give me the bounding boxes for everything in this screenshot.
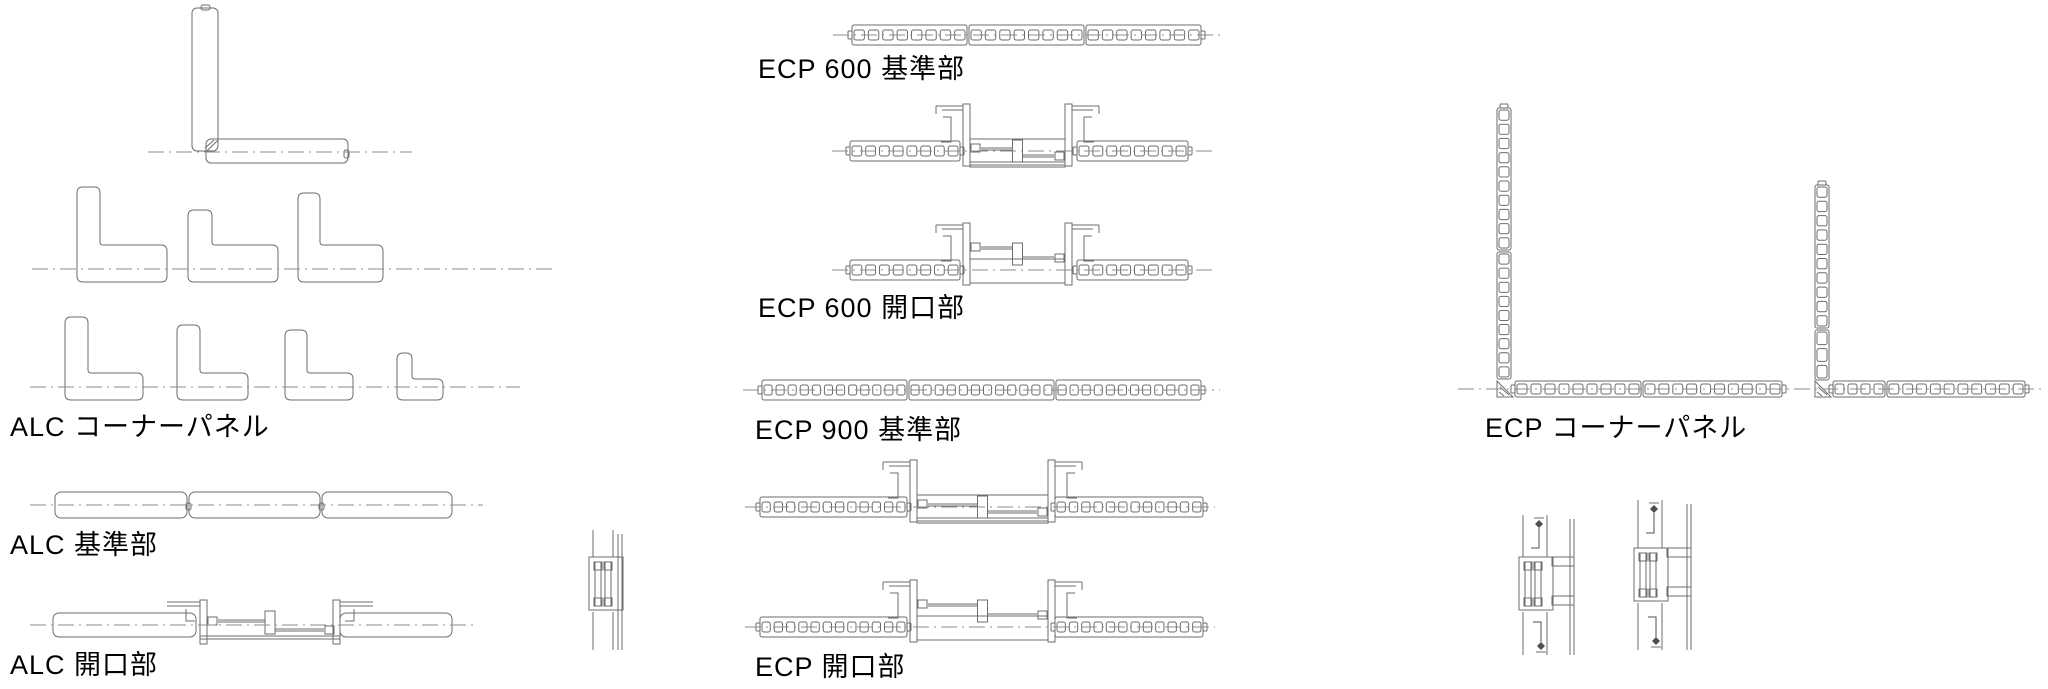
ecp600-opening-2-drawing	[832, 222, 1213, 286]
ecp-opening-2-drawing	[745, 579, 1215, 643]
ecp-vertical-jamb-detail-1-drawing	[1518, 515, 1575, 655]
label-alc-opening: ALC 開口部	[10, 650, 159, 680]
alc-corner-panel-drawing	[30, 4, 552, 401]
label-ecp600-opening: ECP 600 開口部	[758, 293, 966, 323]
label-ecp-corner: ECP コーナーパネル	[1485, 413, 1748, 443]
label-alc-standard: ALC 基準部	[10, 530, 159, 560]
label-ecp600-standard: ECP 600 基準部	[758, 54, 966, 84]
alc-opening-section-drawing	[30, 599, 473, 645]
ecp600-opening-1-drawing	[832, 103, 1213, 168]
ecp900-standard-drawing	[743, 379, 1220, 401]
ecp600-standard-drawing	[833, 24, 1220, 46]
ecp-opening-1-drawing	[745, 459, 1215, 524]
alc-standard-section-drawing	[30, 491, 483, 519]
label-ecp900-standard: ECP 900 基準部	[755, 415, 963, 445]
ecp-vertical-jamb-detail-2-drawing	[1633, 500, 1692, 650]
label-alc-corner: ALC コーナーパネル	[10, 412, 270, 442]
ecp-corner-panel-drawing	[1458, 103, 2046, 398]
alc-vertical-jamb-detail-drawing	[588, 530, 624, 650]
label-ecp-opening: ECP 開口部	[755, 652, 906, 682]
